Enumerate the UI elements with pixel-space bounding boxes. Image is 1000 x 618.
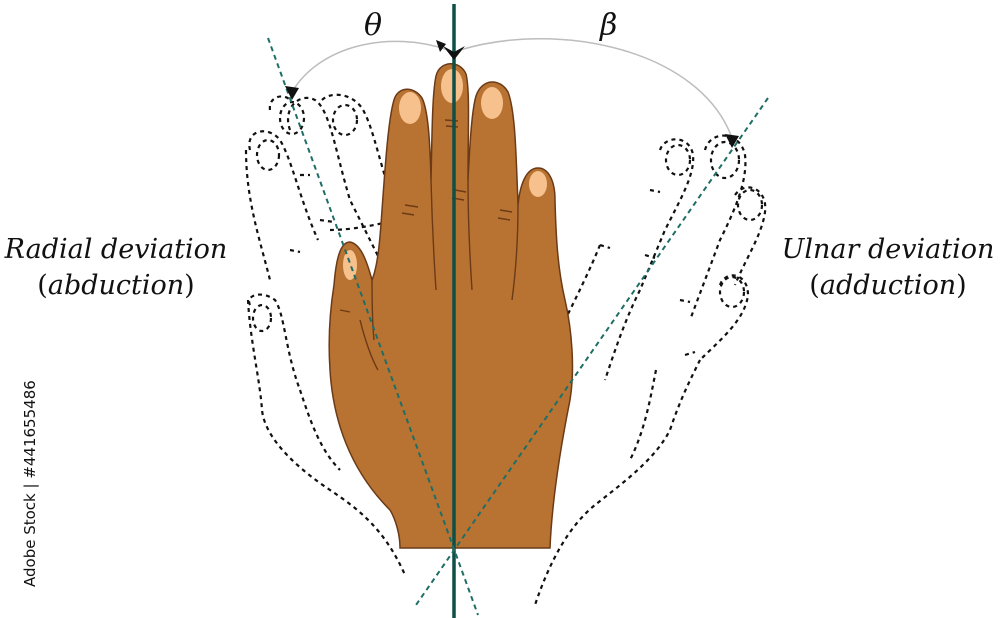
radial-deviation-subtitle: (abduction) <box>37 270 195 301</box>
nail-middle <box>441 69 463 103</box>
radial-deviation-line <box>267 37 479 616</box>
abduction-text: abduction <box>47 270 185 301</box>
stock-watermark: Adobe Stock | #441655486 <box>21 380 39 587</box>
nail-little <box>529 171 547 197</box>
ulnar-deviation-label: Ulnar deviation (adduction) <box>776 232 1000 304</box>
ulnar-deviation-subtitle: (adduction) <box>809 270 967 301</box>
ulnar-deviation-title: Ulnar deviation <box>781 234 995 265</box>
hand-illustration <box>328 63 574 549</box>
nail-index <box>399 92 421 124</box>
theta-label: θ <box>364 8 383 43</box>
nail-ring <box>481 87 503 119</box>
beta-label: β <box>600 8 618 43</box>
nail-thumb <box>343 250 357 280</box>
theta-arc <box>291 40 449 93</box>
beta-arc <box>459 37 733 139</box>
ulnar-deviation-line <box>415 97 769 606</box>
adduction-text: adduction <box>819 270 957 301</box>
radial-deviation-title: Radial deviation <box>4 234 228 265</box>
radial-deviation-label: Radial deviation (abduction) <box>0 232 232 304</box>
arrow-head-icon <box>285 40 739 148</box>
